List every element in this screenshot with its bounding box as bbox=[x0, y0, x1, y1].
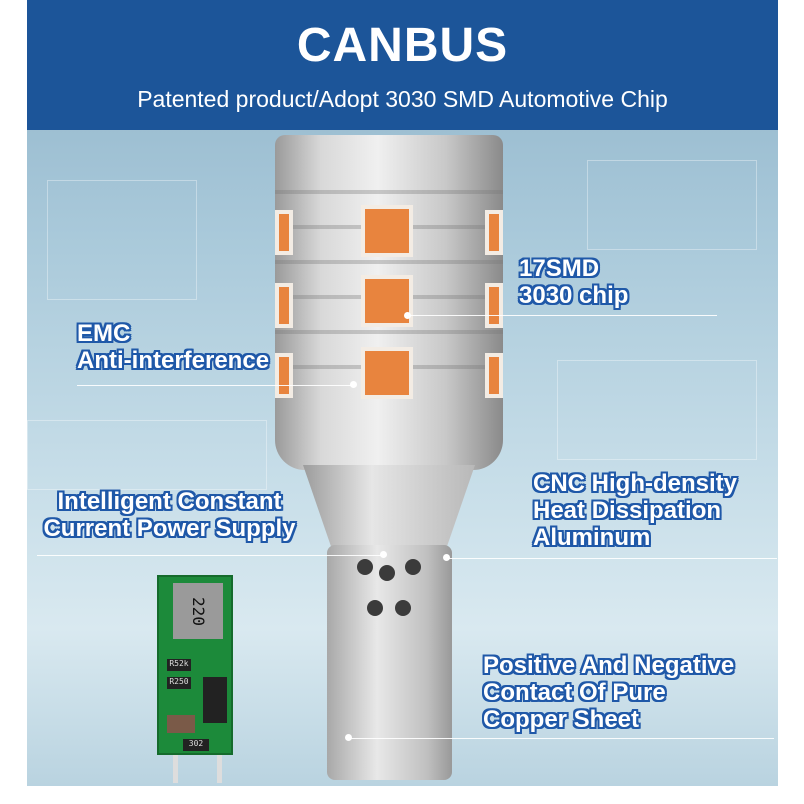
led-chip bbox=[485, 353, 503, 398]
bulb-socket bbox=[327, 545, 452, 780]
led-chip bbox=[485, 283, 503, 328]
resistor: 302 bbox=[183, 739, 209, 751]
led-chip bbox=[361, 275, 413, 327]
led-chip bbox=[361, 205, 413, 257]
capacitor bbox=[167, 715, 195, 733]
background-circuit bbox=[47, 180, 197, 300]
background-circuit bbox=[587, 160, 757, 250]
bulb-head bbox=[275, 135, 503, 470]
led-chip bbox=[361, 347, 413, 399]
banner-subtitle: Patented product/Adopt 3030 SMD Automoti… bbox=[137, 86, 668, 112]
background-circuit bbox=[27, 420, 267, 490]
background-circuit bbox=[557, 360, 757, 460]
resistor: R52k bbox=[167, 659, 191, 671]
led-chip bbox=[275, 210, 293, 255]
ic-chip bbox=[203, 677, 227, 723]
banner-title: CANBUS bbox=[296, 19, 509, 72]
product-image: CANBUS Patented product/Adopt 3030 SMD A… bbox=[27, 0, 778, 786]
bulb-neck bbox=[303, 465, 475, 555]
led-chip bbox=[485, 210, 503, 255]
led-chip bbox=[275, 283, 293, 328]
led-chip bbox=[275, 353, 293, 398]
inductor: 220 bbox=[173, 583, 223, 639]
header-banner: CANBUS Patented product/Adopt 3030 SMD A… bbox=[27, 0, 778, 130]
driver-circuit-board: 220 R52k R250 302 bbox=[157, 575, 233, 783]
resistor: R250 bbox=[167, 677, 191, 689]
